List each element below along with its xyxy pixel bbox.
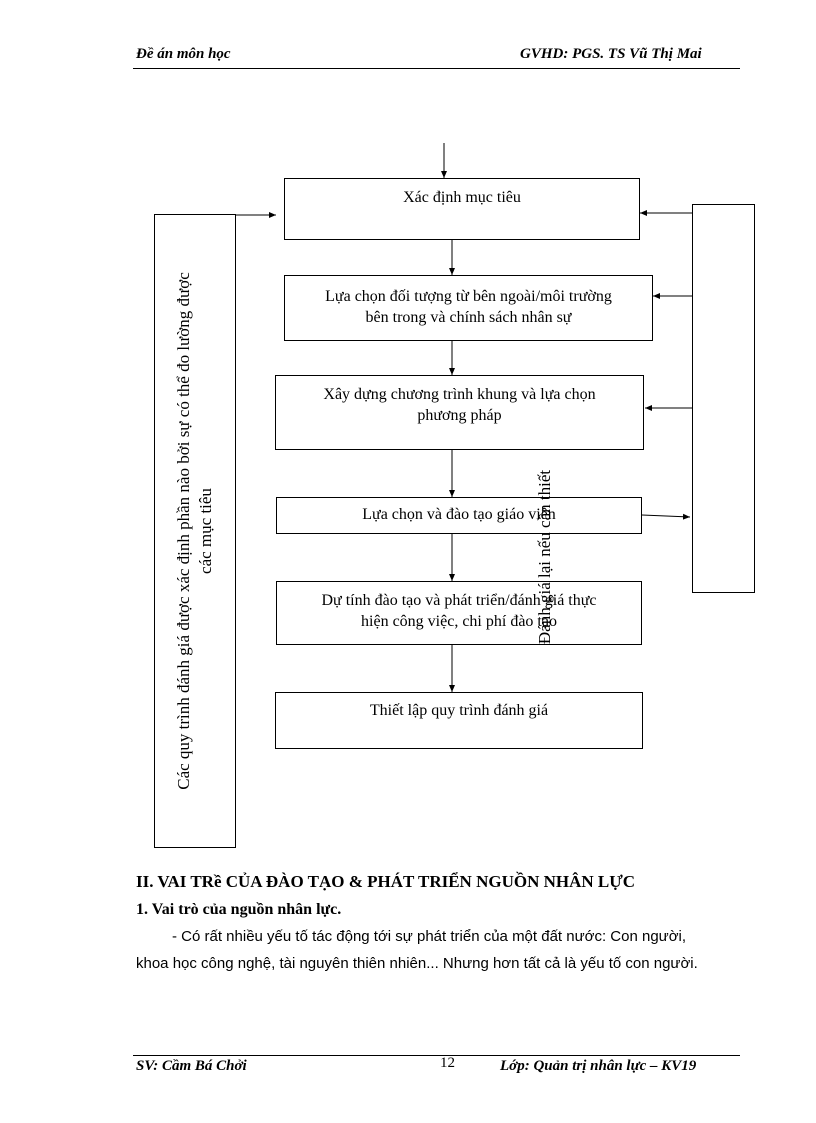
header-supervisor: GVHD: PGS. TS Vũ Thị Mai — [520, 46, 702, 62]
step-select-teachers: Lựa chọn và đào tạo giáo viên — [276, 497, 642, 534]
right-arrow-4 — [641, 513, 691, 520]
step-label-line: Xác định mục tiêu — [403, 189, 521, 206]
right-reevaluate-label: Đánh giá lại nếu cần thiết — [535, 469, 554, 645]
subsection-heading: 1. Vai trò của nguồn nhân lực. — [136, 901, 342, 918]
footer-student: SV: Cầm Bá Chởi — [136, 1058, 247, 1074]
footer-rule — [133, 1055, 740, 1056]
left-evaluation-box — [154, 214, 236, 848]
step-label-line: hiện công việc, chi phí đào tạo — [361, 613, 557, 630]
step-select-target: Lựa chọn đối tượng từ bên ngoài/môi trườ… — [284, 275, 653, 341]
step-label-line: phương pháp — [417, 407, 502, 424]
header-course-title: Đề án môn học — [136, 46, 231, 62]
step-label-line: Lựa chọn và đào tạo giáo viên — [362, 506, 556, 523]
step-label-line: bên trong và chính sách nhân sự — [365, 309, 572, 326]
step-estimate-costs: Dự tính đào tạo và phát triển/đánh giá t… — [276, 581, 642, 645]
step-evaluation-process: Thiết lập quy trình đánh giá — [275, 692, 643, 749]
section-heading: II. VAI TRề CỦA ĐÀO TẠO & PHÁT TRIỂN NGU… — [136, 872, 636, 891]
paragraph-line: khoa học công nghệ, tài nguyên thiên nhi… — [136, 955, 698, 972]
step-set-objectives: Xác định mục tiêu — [284, 178, 640, 240]
step-label-line: Lựa chọn đối tượng từ bên ngoài/môi trườ… — [325, 288, 612, 305]
page-number: 12 — [440, 1055, 455, 1071]
step-label-line: Xây dựng chương trình khung và lựa chọn — [323, 386, 596, 403]
paragraph-line: - Có rất nhiều yếu tố tác động tới sự ph… — [172, 928, 687, 945]
step-build-program: Xây dựng chương trình khung và lựa chọn … — [275, 375, 644, 450]
left-evaluation-label: Các quy trình đánh giá được xác định phầ… — [173, 272, 217, 790]
left-label-line: Các quy trình đánh giá được xác định phầ… — [174, 272, 193, 790]
header-rule — [133, 68, 740, 69]
left-label-line: các mục tiêu — [196, 488, 215, 574]
right-reevaluate-box — [692, 204, 755, 593]
footer-class: Lớp: Quản trị nhân lực – KV19 — [500, 1058, 697, 1074]
step-label-line: Thiết lập quy trình đánh giá — [369, 702, 549, 719]
step-label-line: Dự tính đào tạo và phát triển/đánh giá t… — [321, 592, 597, 609]
